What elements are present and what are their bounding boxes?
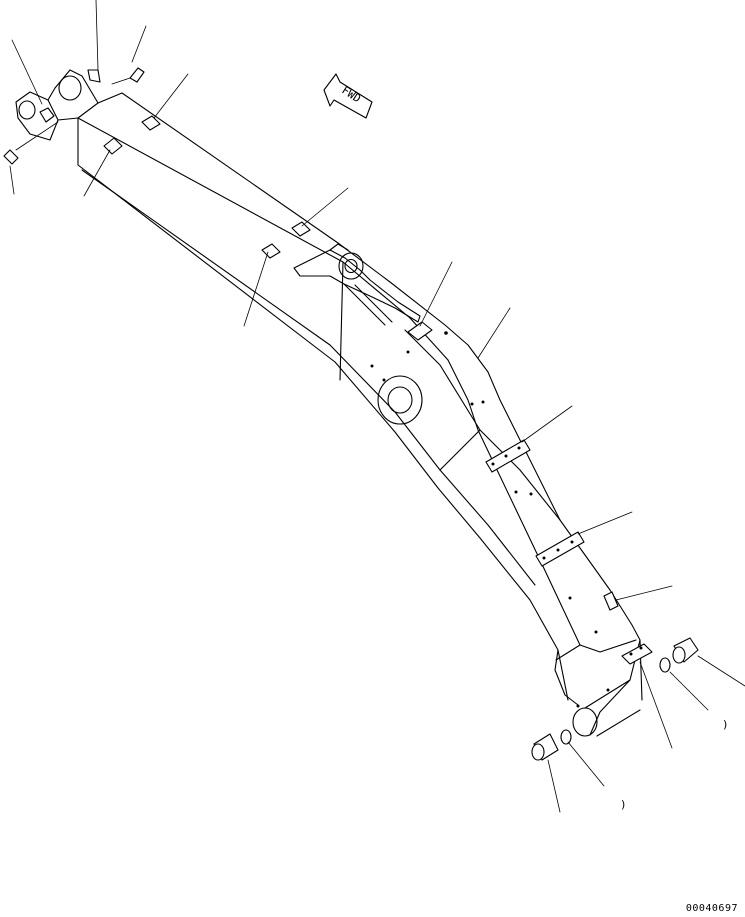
leader-line bbox=[9, 165, 15, 195]
leader-line bbox=[95, 0, 99, 71]
leader-line bbox=[547, 759, 561, 813]
drawing-number: 00040697 bbox=[685, 903, 738, 914]
bushing-left bbox=[531, 733, 559, 761]
leader-line bbox=[153, 73, 189, 119]
side-clamp-1 bbox=[485, 439, 531, 473]
leader-line bbox=[477, 307, 511, 359]
leader-lines bbox=[9, 0, 745, 813]
hose-clamp-4 bbox=[261, 243, 281, 259]
arm-cylinder-bracket bbox=[293, 243, 421, 326]
side-clamp-2 bbox=[535, 531, 585, 567]
leader-line bbox=[639, 661, 673, 749]
leader-line bbox=[301, 187, 349, 227]
o-ring-right bbox=[659, 657, 671, 673]
leader-line bbox=[697, 655, 745, 687]
leader-line bbox=[669, 671, 709, 711]
boom-foot-bracket bbox=[15, 69, 101, 141]
o-ring-left bbox=[560, 729, 572, 745]
leader-line bbox=[567, 741, 605, 787]
leader-line bbox=[577, 511, 633, 535]
leader-line bbox=[521, 405, 573, 443]
callout-pin-bottom: ) bbox=[620, 798, 627, 811]
boom-body bbox=[77, 92, 641, 736]
hose-clamp-5 bbox=[407, 321, 433, 341]
top-end-clamp bbox=[621, 643, 653, 665]
foot-pin bbox=[3, 121, 59, 165]
leader-line bbox=[419, 261, 453, 327]
foot-bolt bbox=[111, 67, 145, 85]
bushing-right bbox=[672, 637, 699, 664]
side-plate-small bbox=[603, 591, 619, 611]
callout-pin-right: ) bbox=[722, 718, 729, 731]
leader-line bbox=[83, 149, 111, 197]
leader-line bbox=[131, 25, 147, 63]
leader-line bbox=[11, 39, 43, 105]
leader-line bbox=[615, 585, 673, 601]
leader-line bbox=[243, 251, 269, 327]
hose-clamp-1 bbox=[141, 115, 161, 131]
hose-clamp-3 bbox=[291, 221, 311, 237]
forward-direction-arrow: FWD bbox=[323, 73, 373, 119]
